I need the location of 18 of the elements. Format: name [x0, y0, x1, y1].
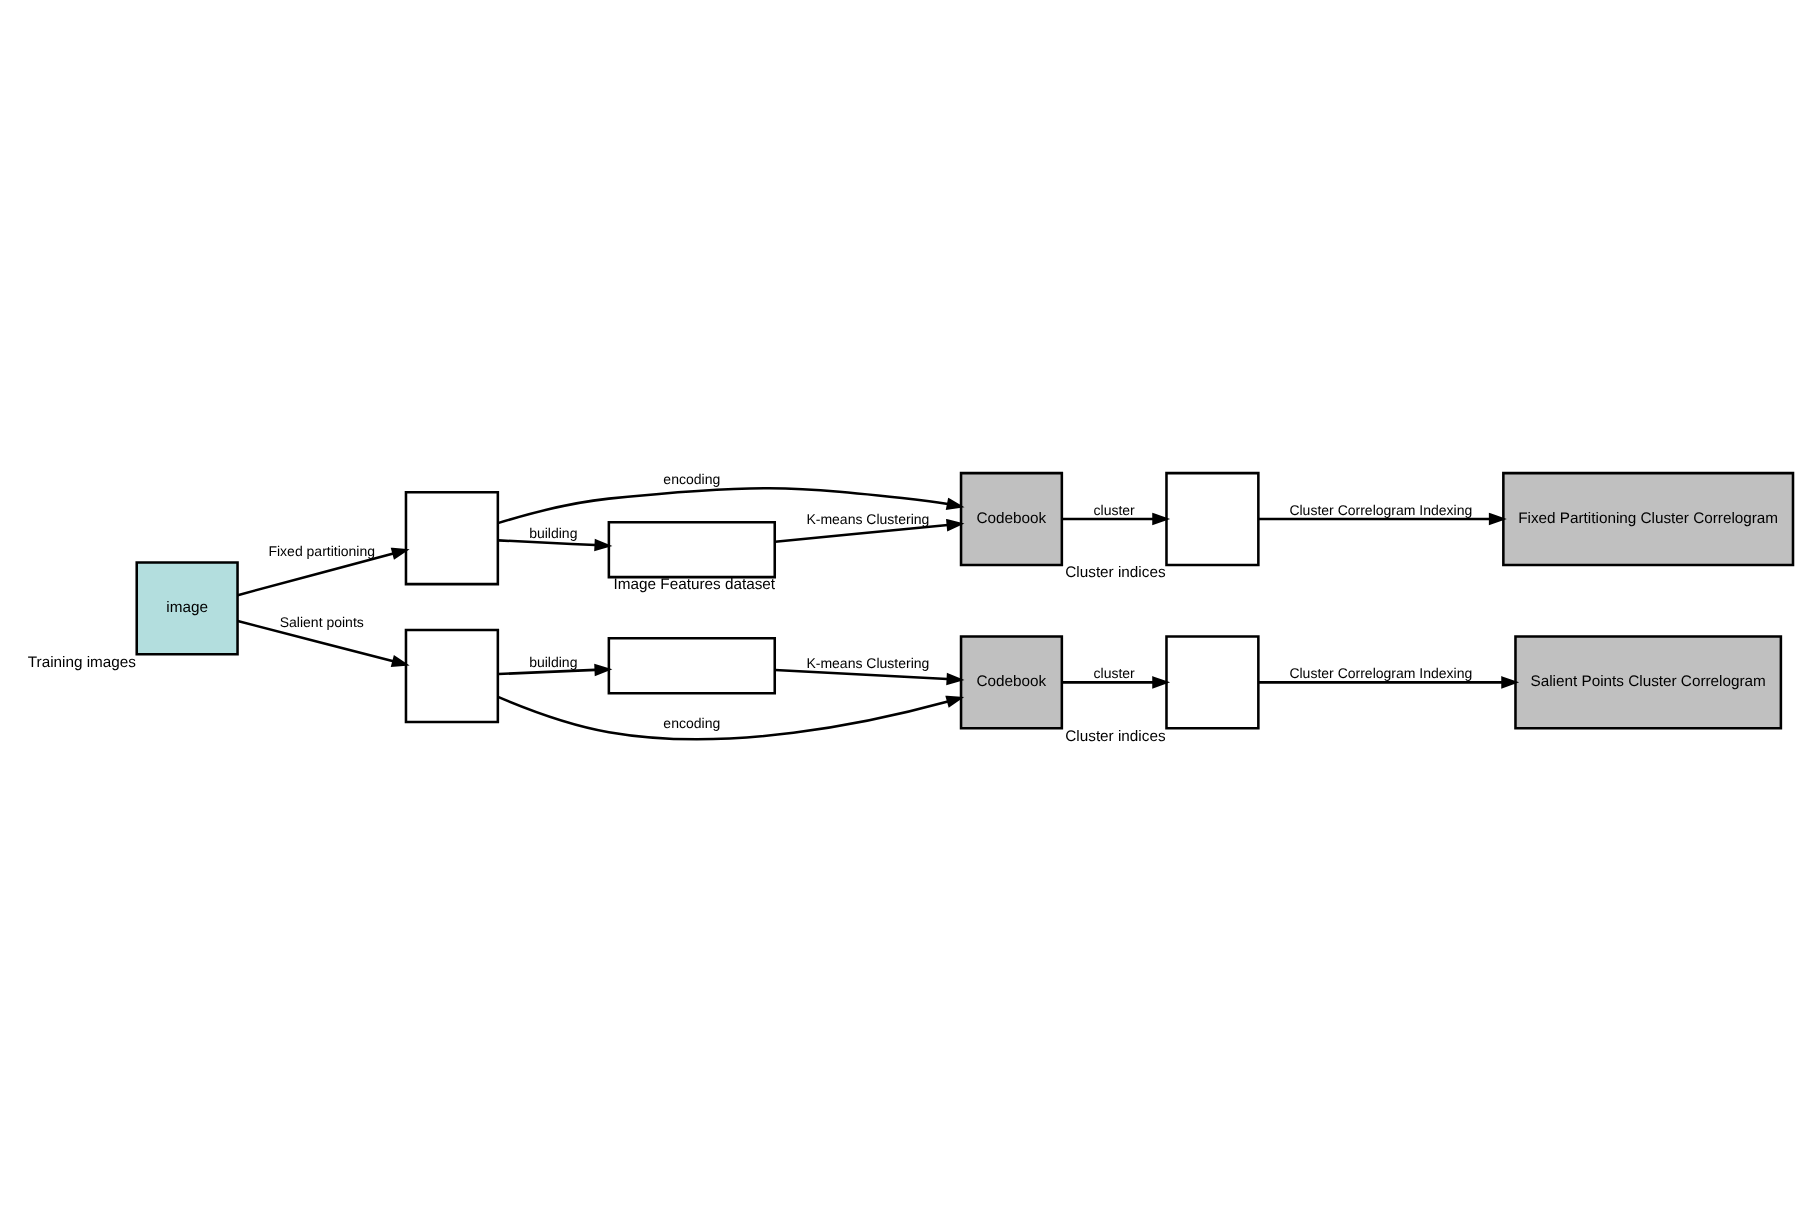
node-box — [404, 490, 500, 586]
node-box — [1165, 635, 1260, 730]
arrow — [498, 663, 613, 677]
arrow — [1062, 512, 1171, 526]
node-box — [404, 628, 500, 724]
arrow — [498, 538, 613, 552]
node-box — [607, 520, 776, 579]
node-box — [607, 637, 776, 695]
arrow — [237, 619, 410, 667]
arrow — [497, 695, 965, 741]
arrow — [1062, 676, 1171, 689]
arrow — [775, 668, 965, 686]
arrow — [775, 518, 965, 543]
node-box — [1165, 471, 1260, 567]
arrow — [497, 486, 965, 525]
arrow — [1258, 676, 1520, 689]
arrow — [237, 547, 410, 597]
arrow — [1258, 512, 1507, 526]
